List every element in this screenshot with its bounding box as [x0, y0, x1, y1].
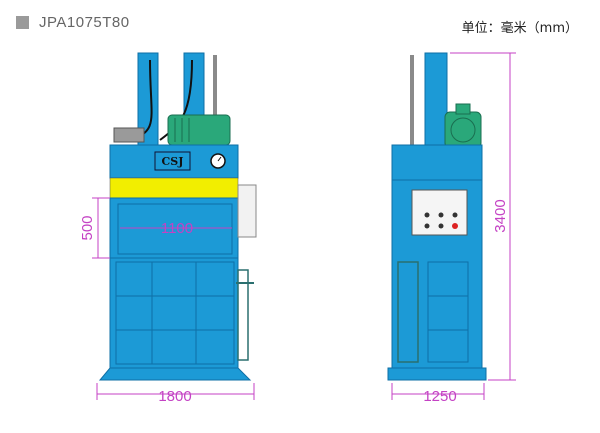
dim-width-1800: 1800: [158, 388, 191, 405]
side-head: [391, 144, 483, 181]
side-door: [397, 261, 419, 363]
front-rod: [213, 55, 217, 151]
header: JPA1075T80: [16, 14, 130, 31]
dim-depth-1250: 1250: [423, 388, 456, 405]
front-base: [98, 367, 252, 381]
front-motor: [167, 114, 231, 146]
side-dimensions: [391, 52, 516, 400]
emergency-stop-icon: [452, 223, 458, 229]
dim-total-height-3400: 3400: [492, 199, 509, 232]
square-bullet-icon: [16, 16, 29, 29]
dim-height-500: 500: [79, 215, 96, 240]
front-dimensions: [92, 197, 255, 400]
side-rod: [410, 55, 414, 150]
yellow-band: [109, 177, 239, 199]
logo-text: CSJ: [162, 155, 184, 168]
front-side-panel: [237, 184, 257, 238]
unit-label: 单位：毫米（mm）: [461, 21, 578, 36]
side-column: [424, 52, 448, 149]
door-latch: [237, 269, 249, 361]
front-valve-block: [113, 127, 145, 143]
front-lower-chamber: [109, 257, 239, 369]
side-view: [387, 52, 487, 381]
model-number: JPA1075T80: [39, 14, 130, 31]
front-view: CSJ: [98, 52, 257, 381]
logo-plate: [154, 151, 191, 171]
control-panel: [411, 189, 468, 236]
side-base: [387, 367, 487, 381]
dim-opening-1100: 1100: [161, 220, 193, 237]
